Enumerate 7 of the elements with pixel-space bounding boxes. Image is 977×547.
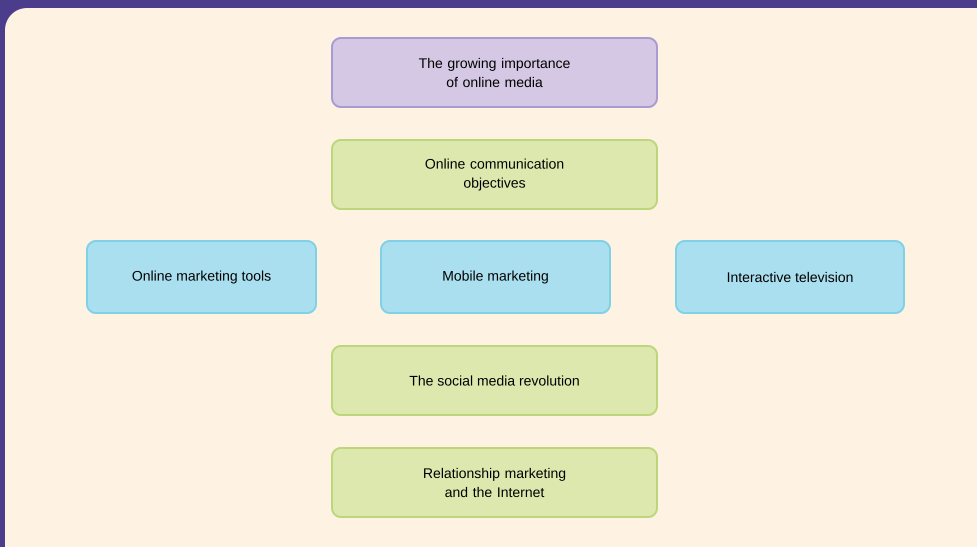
topic-box: Online marketing tools (86, 240, 317, 314)
topic-box: Relationship marketing and the Internet (331, 447, 658, 518)
topic-box: Mobile marketing (380, 240, 611, 314)
topic-box: The social media revolution (331, 345, 658, 416)
topic-box: The growing importance of online media (331, 37, 658, 108)
topic-box: Online communication objectives (331, 139, 658, 210)
topic-box: Interactive television (675, 240, 905, 314)
